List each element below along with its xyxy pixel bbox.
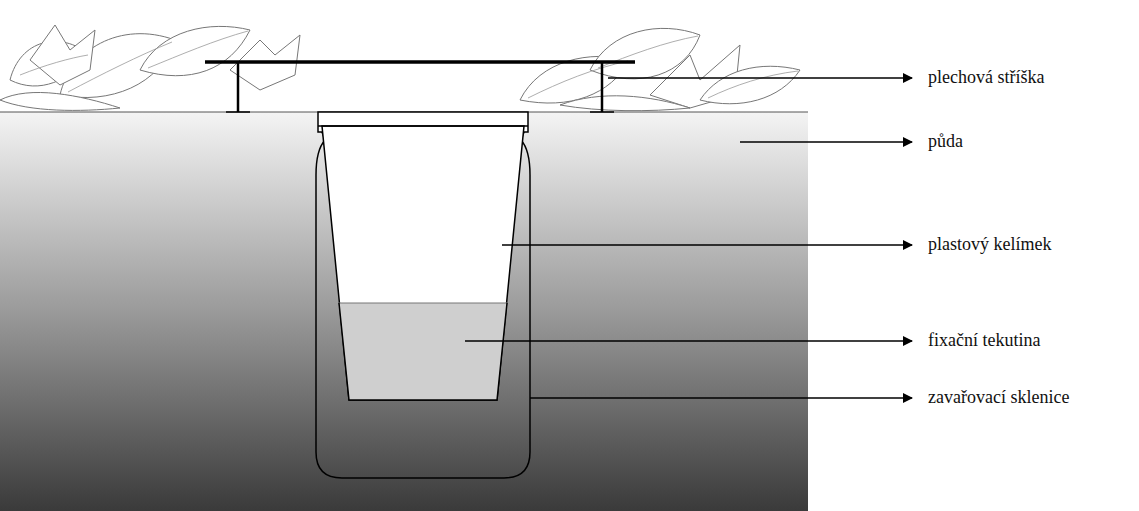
part-label: zavařovací sklenice bbox=[928, 388, 1069, 406]
part-label: plastový kelímek bbox=[928, 235, 1051, 253]
leaf-litter bbox=[0, 25, 800, 111]
part-label: plechová stříška bbox=[928, 68, 1044, 86]
plastic-cup bbox=[322, 126, 524, 400]
soil bbox=[0, 112, 808, 511]
fixative-liquid bbox=[339, 303, 507, 400]
leader-arrows bbox=[465, 78, 912, 398]
part-label: půda bbox=[928, 132, 963, 150]
preserving-jar bbox=[316, 114, 530, 478]
part-label: fixační tekutina bbox=[928, 331, 1040, 349]
metal-roof bbox=[205, 62, 635, 112]
